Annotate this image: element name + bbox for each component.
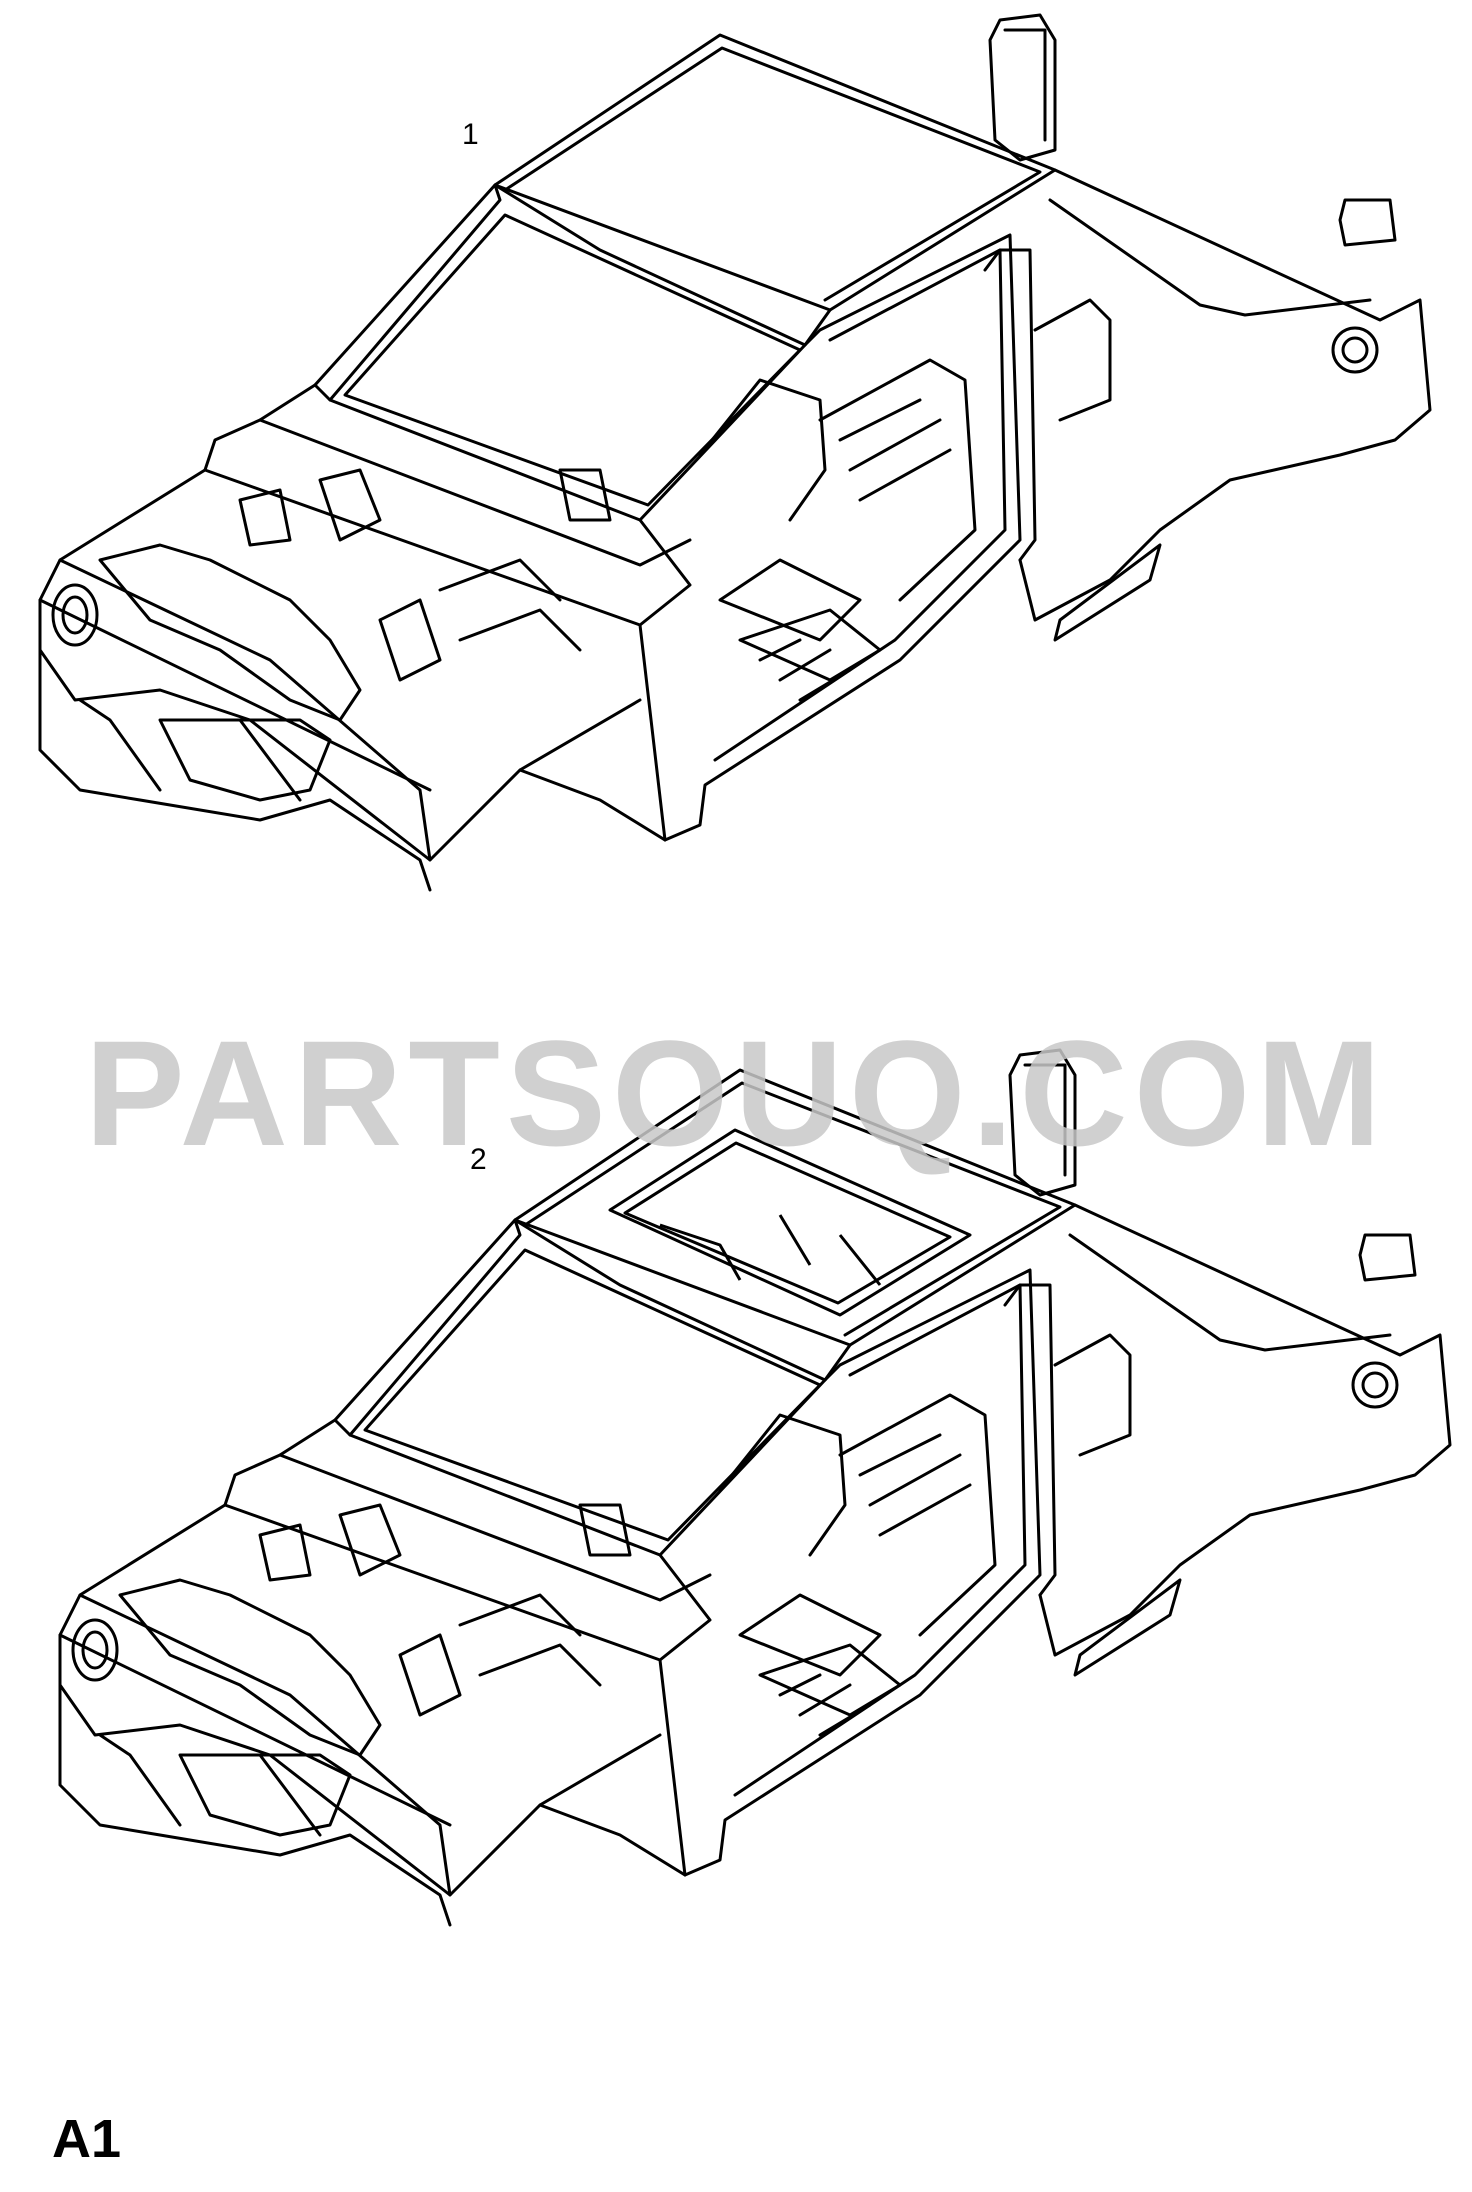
watermark-text: PARTSOUQ.COM [85, 1010, 1388, 1177]
body-shell-view-1 [38, 13, 1432, 892]
body-shell-view-2 [58, 1048, 1452, 1927]
watermark: PARTSOUQ.COM [85, 1010, 1388, 1177]
callout-1-label: 1 [462, 118, 479, 151]
callout-2-label: 2 [470, 1143, 487, 1176]
page-reference: A1 [52, 2109, 122, 2169]
